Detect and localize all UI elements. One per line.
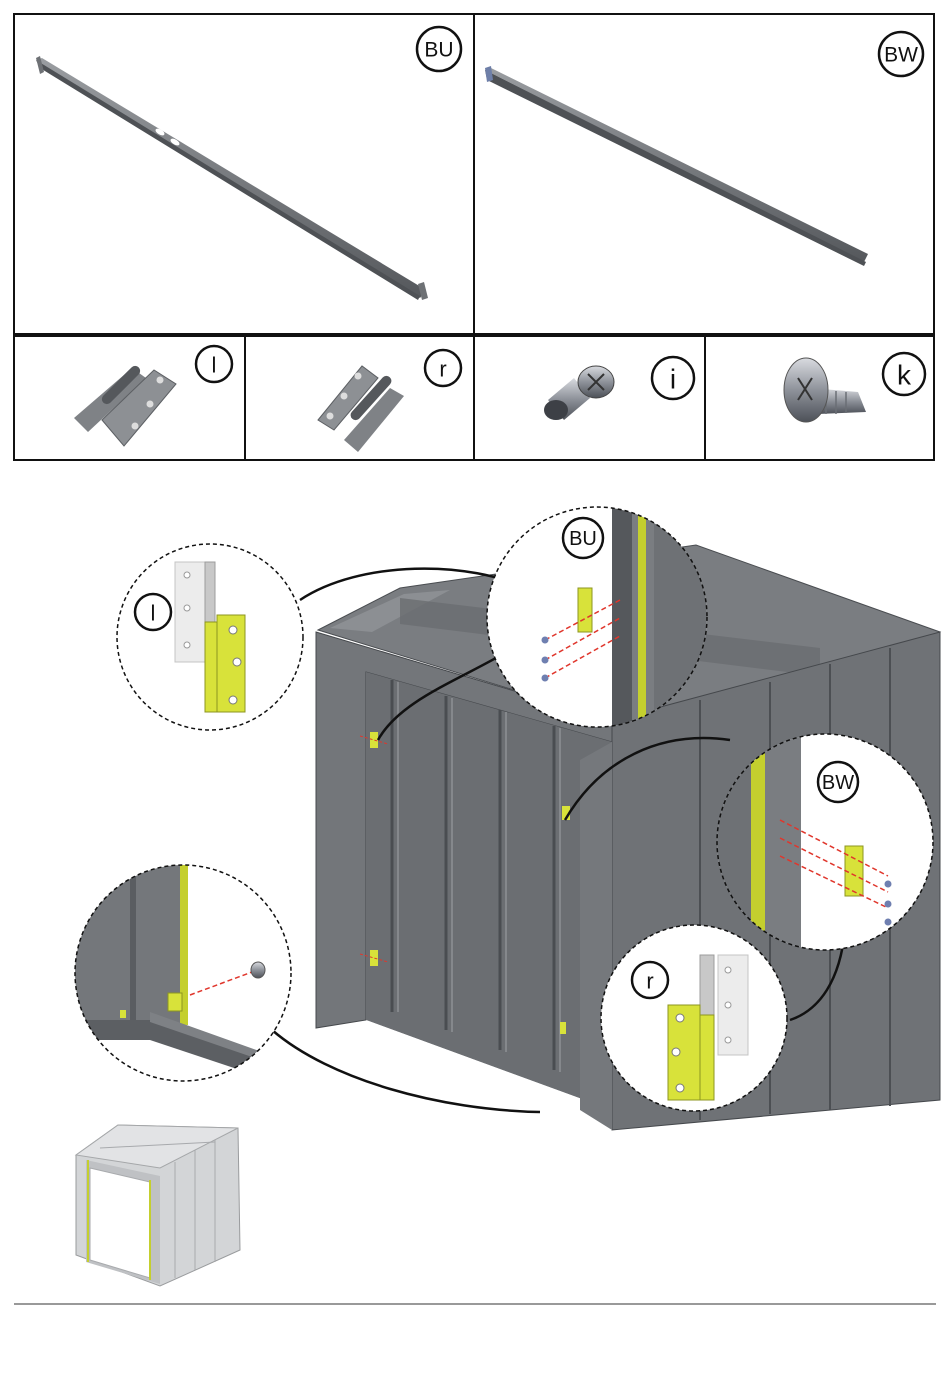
callout-r-text: r <box>646 969 653 994</box>
callout-bu-text: BU <box>569 528 597 550</box>
hinge-left-icon <box>74 364 176 446</box>
label-screw-i: i <box>652 357 694 399</box>
label-hinge-right: r <box>425 350 461 386</box>
screw-i-icon <box>544 366 614 420</box>
label-bw: BW <box>879 32 923 76</box>
callout-bw-text: BW <box>822 772 854 794</box>
callout-l-text: l <box>151 601 156 626</box>
label-screw-i-text: i <box>670 364 676 395</box>
detail-floor-screw <box>75 865 300 1090</box>
label-bu: BU <box>417 27 461 71</box>
detail-hinge-left: l <box>117 544 303 730</box>
screw-k-icon <box>784 358 866 422</box>
label-hinge-right-text: r <box>439 357 446 382</box>
label-screw-k: k <box>883 353 925 395</box>
shed-overview-icon <box>76 1125 240 1286</box>
rail-bu-icon <box>36 56 428 300</box>
label-hinge-left: l <box>196 346 232 382</box>
rail-bw-icon <box>485 66 868 266</box>
detail-hinge-right: r <box>601 925 787 1111</box>
label-bu-text: BU <box>424 39 453 62</box>
label-hinge-left-text: l <box>212 353 217 378</box>
hinge-right-icon <box>318 366 404 452</box>
label-bw-text: BW <box>884 44 918 67</box>
label-screw-k-text: k <box>897 360 912 391</box>
